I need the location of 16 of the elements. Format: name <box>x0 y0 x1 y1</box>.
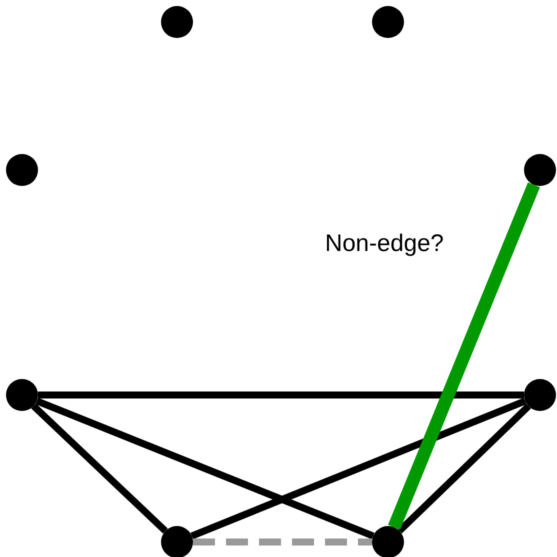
edge-line <box>193 538 372 546</box>
graph-vertex <box>6 379 38 411</box>
graph-vertex <box>6 154 38 186</box>
graph-vertex <box>524 154 556 186</box>
graph-vertex <box>161 6 193 38</box>
edge-line <box>38 392 524 398</box>
edge-line <box>36 398 374 540</box>
edge-line <box>190 398 526 540</box>
graph-vertex <box>372 526 404 557</box>
edge-label: Non-edge? <box>325 231 444 258</box>
edge-line <box>397 404 531 534</box>
graph-vertex <box>524 379 556 411</box>
graph-vertex <box>372 6 404 38</box>
edge-line <box>31 403 168 534</box>
graph-vertex <box>161 526 193 557</box>
edge-line <box>388 182 540 530</box>
